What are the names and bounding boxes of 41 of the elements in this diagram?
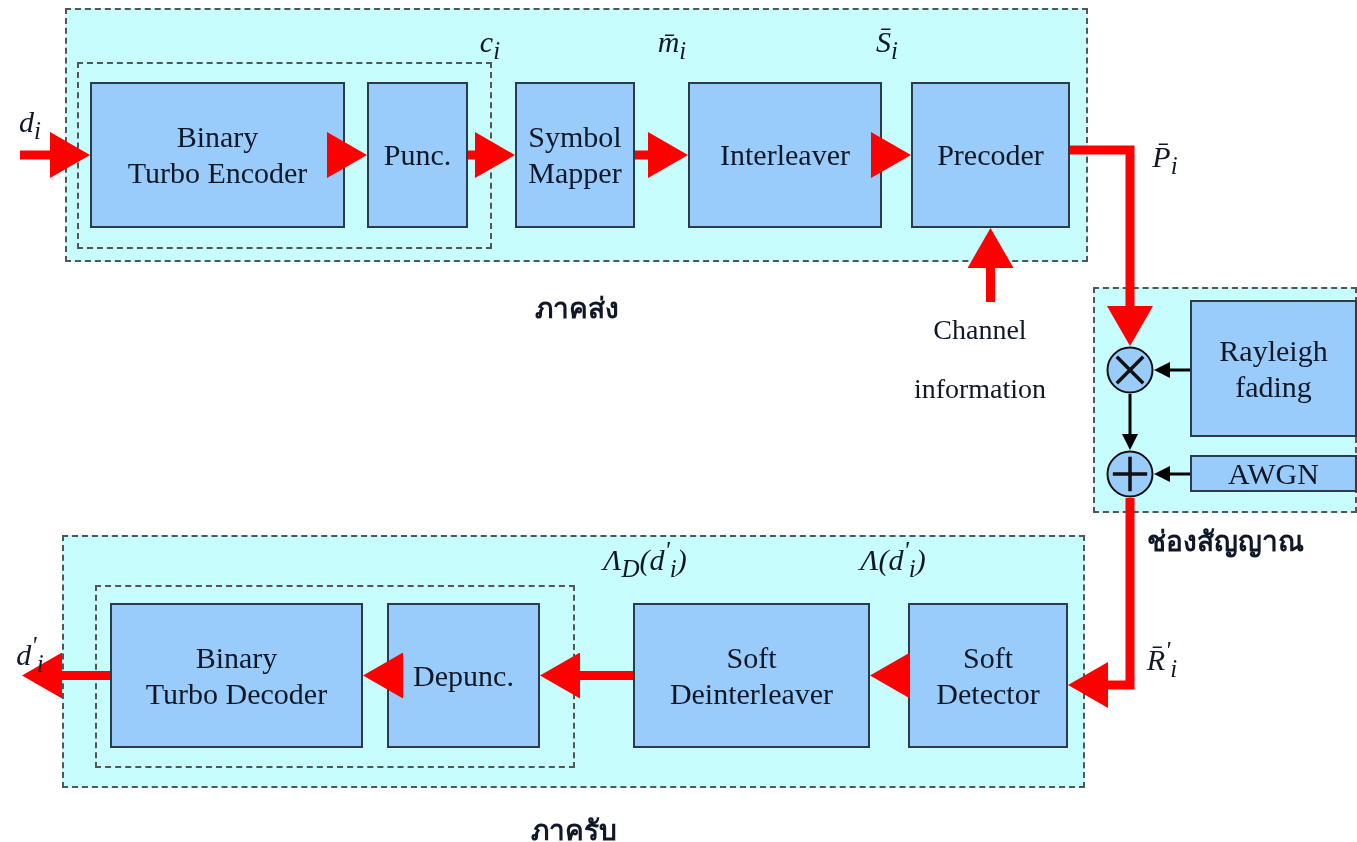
adder-circle: [1106, 450, 1154, 498]
arrow: [540, 652, 633, 699]
process-block: Binary Turbo Encoder: [90, 82, 345, 228]
section-title: ช่องสัญญาณ: [1146, 524, 1304, 560]
signal-label: m̄$_{i}$: [657, 25, 687, 65]
arrow: [1122, 394, 1138, 450]
arrow: [1154, 362, 1190, 378]
group-frame: [95, 585, 575, 768]
process-block: Interleaver: [688, 82, 882, 228]
arrow: [327, 132, 367, 178]
process-block: Soft Deinterleaver: [633, 603, 870, 748]
arrow: [363, 652, 403, 699]
process-block: Soft Detector: [908, 603, 1068, 748]
signal-label: c$_{i}$: [479, 25, 501, 65]
process-block: Precoder: [911, 82, 1070, 228]
note-text: Channel information: [885, 300, 1075, 420]
signal-label: S̄$_{i}$: [876, 25, 898, 65]
arrow: [468, 132, 515, 178]
arrow: [967, 228, 1014, 302]
section-title: ภาครับ: [530, 813, 617, 842]
process-block: Symbol Mapper: [515, 82, 635, 228]
process-block: Depunc.: [387, 603, 540, 748]
signal-label: d$_{i}$: [19, 105, 41, 145]
arrow: [1070, 145, 1153, 346]
process-block: AWGN: [1190, 455, 1357, 492]
arrow: [870, 652, 910, 699]
arrow: [1068, 498, 1135, 708]
signal-label: P̄$_{i}$: [1152, 140, 1178, 180]
signal-label: Λ(d$^{'}$$_{i}$): [860, 537, 926, 583]
process-block: Punc.: [367, 82, 468, 228]
arrow: [22, 652, 110, 699]
arrow: [871, 132, 911, 178]
multiplier-circle: [1106, 346, 1154, 394]
group-frame: [77, 62, 492, 249]
process-block: Binary Turbo Decoder: [110, 603, 363, 748]
process-block: Rayleigh fading: [1190, 300, 1357, 437]
section-title: ภาคส่ง: [534, 291, 619, 327]
arrow: [1154, 466, 1190, 482]
arrow: [635, 132, 688, 178]
arrow: [20, 132, 90, 178]
signal-label: Λ$_{D}$(d$^{'}$$_{i}$): [603, 537, 687, 583]
